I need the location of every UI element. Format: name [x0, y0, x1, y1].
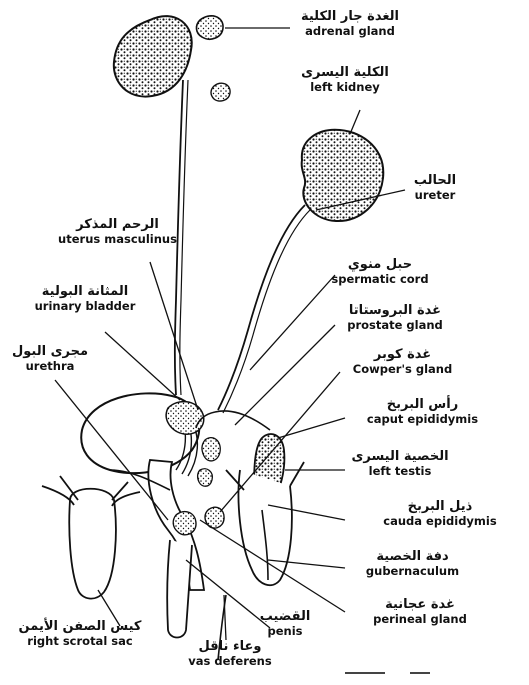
label-urethra-en: urethra: [10, 360, 90, 373]
label-prostate-gland-ar: غدة البروستاتا: [325, 304, 465, 319]
label-urethra-ar: مجرى البول: [10, 345, 90, 360]
label-right-scrotal-sac-ar: كيس الصفن الأيمن: [5, 620, 155, 635]
label-cauda-epididymis-ar: ذيل البربخ: [360, 500, 520, 515]
label-caput-epididymis: رأس البربخ caput epididymis: [345, 398, 500, 426]
label-urinary-bladder-en: urinary bladder: [10, 300, 160, 313]
seminal-glands: [198, 438, 221, 487]
label-adrenal-gland-en: adrenal gland: [290, 25, 410, 38]
label-penis-en: penis: [255, 625, 315, 638]
label-adrenal-gland: الغدة جار الكلية adrenal gland: [290, 10, 410, 38]
label-left-kidney-en: left kidney: [290, 81, 400, 94]
label-vas-deferens-en: vas deferens: [180, 655, 280, 668]
label-left-testis-en: left testis: [345, 465, 455, 478]
label-urinary-bladder: المثانة البولية urinary bladder: [10, 285, 160, 313]
label-adrenal-gland-ar: الغدة جار الكلية: [290, 10, 410, 25]
cowpers-gland-right: [173, 512, 196, 535]
label-perineal-gland-en: perineal gland: [345, 613, 495, 626]
label-urinary-bladder-ar: المثانة البولية: [10, 285, 160, 300]
label-ureter: الحالب ureter: [405, 174, 465, 202]
penis: [167, 540, 192, 638]
left-ureter-inner: [223, 210, 310, 413]
label-spermatic-cord-en: spermatic cord: [300, 273, 460, 286]
label-gubernaculum-ar: دفة الخصية: [345, 550, 480, 565]
label-perineal-gland: غدة عجانية perineal gland: [345, 598, 495, 626]
label-left-kidney-ar: الكلية اليسرى: [290, 66, 400, 81]
label-gubernaculum-en: gubernaculum: [345, 565, 480, 578]
vas-deferens-left: [196, 411, 270, 430]
label-cowpers-gland-ar: غدة كوبر: [335, 348, 470, 363]
label-uterus-masculinus-en: uterus masculinus: [55, 233, 180, 246]
label-cauda-epididymis: ذيل البربخ cauda epididymis: [360, 500, 520, 528]
label-left-kidney: الكلية اليسرى left kidney: [290, 66, 400, 94]
label-uterus-masculinus: الرحم المذكر uterus masculinus: [55, 218, 180, 246]
label-left-testis: الخصية اليسرى left testis: [345, 450, 455, 478]
label-ureter-ar: الحالب: [405, 174, 465, 189]
scan-artifact-1: [345, 672, 385, 674]
scan-artifact-2: [410, 672, 430, 674]
label-caput-epididymis-ar: رأس البربخ: [345, 398, 500, 413]
label-perineal-gland-ar: غدة عجانية: [345, 598, 495, 613]
right-kidney: [114, 16, 192, 96]
label-right-scrotal-sac: كيس الصفن الأيمن right scrotal sac: [5, 620, 155, 648]
label-ureter-en: ureter: [405, 189, 465, 202]
label-prostate-gland: غدة البروستاتا prostate gland: [325, 304, 465, 332]
label-uterus-masculinus-ar: الرحم المذكر: [55, 218, 180, 233]
label-cowpers-gland-en: Cowper's gland: [335, 363, 470, 376]
label-left-testis-ar: الخصية اليسرى: [345, 450, 455, 465]
label-right-scrotal-sac-en: right scrotal sac: [5, 635, 155, 648]
label-vas-deferens: وعاء ناقل vas deferens: [180, 640, 280, 668]
left-kidney: [302, 130, 384, 221]
label-cowpers-gland: غدة كوبر Cowper's gland: [335, 348, 470, 376]
label-urethra: مجرى البول urethra: [10, 345, 90, 373]
small-gland: [211, 83, 230, 101]
label-prostate-gland-en: prostate gland: [325, 319, 465, 332]
right-scrotal-sac: [69, 489, 116, 599]
label-penis-ar: القضيب: [255, 610, 315, 625]
adrenal-gland: [196, 16, 223, 39]
label-cauda-epididymis-en: cauda epididymis: [360, 515, 520, 528]
label-penis: القضيب penis: [255, 610, 315, 638]
label-spermatic-cord-ar: حبل منوي: [300, 258, 460, 273]
label-gubernaculum: دفة الخصية gubernaculum: [345, 550, 480, 578]
label-vas-deferens-ar: وعاء ناقل: [180, 640, 280, 655]
label-spermatic-cord: حبل منوي spermatic cord: [300, 258, 460, 286]
label-caput-epididymis-en: caput epididymis: [345, 413, 500, 426]
left-scrotal-sac: [239, 470, 292, 585]
